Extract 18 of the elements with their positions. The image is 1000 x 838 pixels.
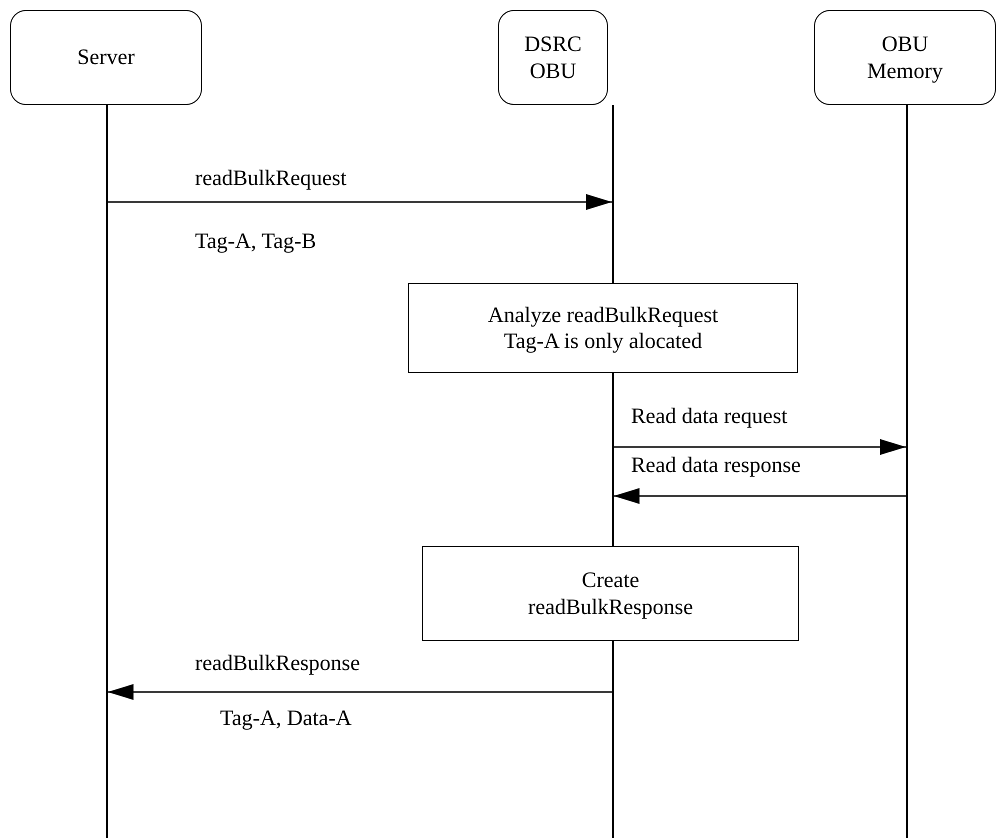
message-arrow <box>614 439 906 455</box>
edge-label: Read data response <box>631 452 801 478</box>
edge-label: Read data request <box>631 403 788 429</box>
message-parameters: Tag-A, Tag-B <box>195 228 316 254</box>
participant-box: DSRC OBU <box>498 10 608 105</box>
participant-box: OBU Memory <box>814 10 996 105</box>
edge-label: readBulkResponse <box>195 650 360 676</box>
message-arrow <box>108 684 612 700</box>
process-box: Create readBulkResponse <box>422 546 799 641</box>
process-box: Analyze readBulkRequest Tag-A is only alocated <box>408 283 798 373</box>
lifeline <box>106 105 108 838</box>
edge-label: readBulkRequest <box>195 165 347 191</box>
lifeline <box>906 105 908 838</box>
participant-box: Server <box>10 10 202 105</box>
message-arrow <box>108 194 612 210</box>
message-arrow <box>614 488 906 504</box>
message-parameters: Tag-A, Data-A <box>220 705 352 731</box>
lifeline <box>612 105 614 838</box>
